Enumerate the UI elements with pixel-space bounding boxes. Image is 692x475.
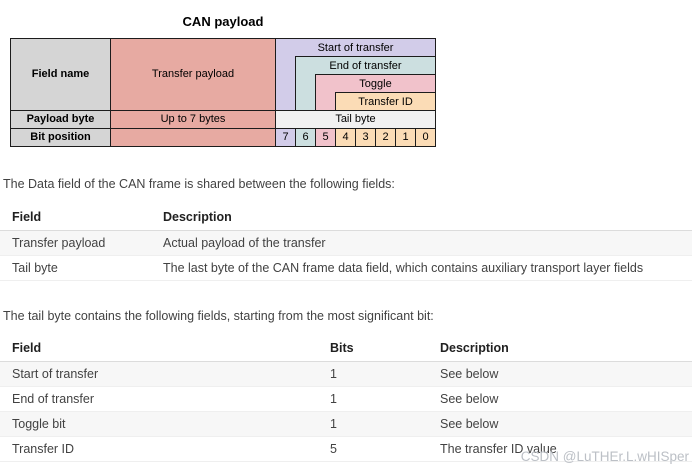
field-cell: Tail byte xyxy=(0,255,151,281)
diagram-title: CAN payload xyxy=(182,14,264,29)
diagram-up-to-7-bytes-cell: Up to 7 bytes xyxy=(110,110,276,129)
toggle-label: Toggle xyxy=(359,77,392,90)
table-row: Tail byte The last byte of the CAN frame… xyxy=(0,255,692,281)
diagram-grid: Field name Payload byte Bit position Tra… xyxy=(10,38,436,147)
diagram-bit-position-header: Bit position xyxy=(10,128,111,147)
bits-cell: 1 xyxy=(318,361,428,387)
table-row: End of transfer 1 See below xyxy=(0,386,692,412)
bits-cell: 5 xyxy=(318,436,428,462)
bit-cell-5: 5 xyxy=(315,128,336,147)
diagram-transfer-payload-cell: Transfer payload xyxy=(110,38,276,111)
bits-cell: 1 xyxy=(318,386,428,412)
tail-table-header-description: Description xyxy=(428,335,692,362)
bit-cell-4: 4 xyxy=(335,128,356,147)
transfer-id-label: Transfer ID xyxy=(358,95,413,108)
field-cell: Transfer payload xyxy=(0,230,151,256)
tail-table-header-bits: Bits xyxy=(318,335,428,362)
diagram-field-name-header: Field name xyxy=(10,38,111,111)
fields-table-header-field: Field xyxy=(0,204,151,231)
description-cell: See below xyxy=(428,386,692,412)
description-cell: The transfer ID value xyxy=(428,436,692,462)
table-row: Start of transfer 1 See below xyxy=(0,361,692,387)
bits-cell: 1 xyxy=(318,411,428,437)
end-of-transfer-label: End of transfer xyxy=(329,59,402,72)
bit-cell-1: 1 xyxy=(395,128,416,147)
diagram-transfer-id-box: Transfer ID xyxy=(335,92,436,111)
field-cell: End of transfer xyxy=(0,386,318,412)
tail-byte-paragraph: The tail byte contains the following fie… xyxy=(3,309,434,323)
diagram-empty-cell xyxy=(110,128,276,147)
table-row: Toggle bit 1 See below xyxy=(0,411,692,437)
description-cell: Actual payload of the transfer xyxy=(151,230,692,256)
diagram-payload-byte-header: Payload byte xyxy=(10,110,111,129)
table-row: Transfer ID 5 The transfer ID value xyxy=(0,436,692,462)
description-cell: The last byte of the CAN frame data fiel… xyxy=(151,255,692,281)
bit-cell-3: 3 xyxy=(355,128,376,147)
field-cell: Toggle bit xyxy=(0,411,318,437)
tail-table-header-field: Field xyxy=(0,335,318,362)
bit-cell-6: 6 xyxy=(295,128,316,147)
diagram-tail-byte-cell: Tail byte xyxy=(275,110,436,129)
description-cell: See below xyxy=(428,361,692,387)
intro-paragraph: The Data field of the CAN frame is share… xyxy=(3,177,395,191)
start-of-transfer-label: Start of transfer xyxy=(317,41,394,54)
tail-table-header-row: Field Bits Description xyxy=(0,335,692,362)
bit-cell-0: 0 xyxy=(415,128,436,147)
tail-byte-table: Field Bits Description Start of transfer… xyxy=(0,335,692,462)
can-payload-diagram: CAN payload Field name Payload byte Bit … xyxy=(10,14,436,147)
csdn-watermark: CSDN @LuTHEr.L.wHISper xyxy=(520,449,689,464)
fields-table-header-row: Field Description xyxy=(0,204,692,231)
field-cell: Transfer ID xyxy=(0,436,318,462)
field-cell: Start of transfer xyxy=(0,361,318,387)
fields-table-header-description: Description xyxy=(151,204,692,231)
bit-cell-7: 7 xyxy=(275,128,296,147)
fields-table: Field Description Transfer payload Actua… xyxy=(0,204,692,281)
description-cell: See below xyxy=(428,411,692,437)
table-row: Transfer payload Actual payload of the t… xyxy=(0,230,692,256)
bit-cell-2: 2 xyxy=(375,128,396,147)
